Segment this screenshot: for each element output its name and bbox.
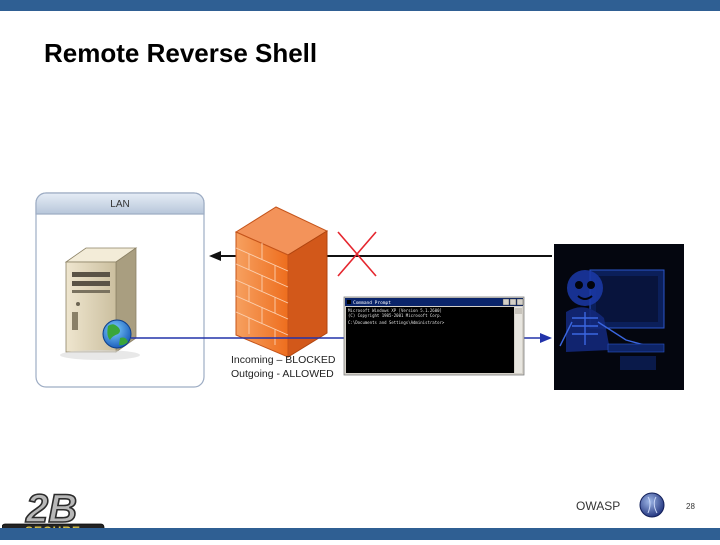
owasp-label: OWASP xyxy=(576,499,621,513)
terminal-line: C:\Documents and Settings\Administrator> xyxy=(348,320,445,325)
owasp-logo-icon xyxy=(639,492,665,518)
firewall-rule-outgoing: Outgoing - ALLOWED xyxy=(231,368,334,380)
page-number: 28 xyxy=(686,502,695,511)
firewall-icon xyxy=(234,206,329,358)
terminal-title: Command Prompt xyxy=(353,300,391,306)
hacker-skeleton-image xyxy=(554,244,684,390)
bottom-bar xyxy=(0,528,720,540)
lan-label: LAN xyxy=(110,199,129,210)
firewall-rule-incoming: Incoming – BLOCKED xyxy=(231,354,336,366)
terminal-line: Microsoft Windows XP [Version 5.1.2600] xyxy=(348,308,442,313)
terminal-window: Command Prompt Microsoft Windows XP [Ver… xyxy=(343,296,525,376)
slide-title: Remote Reverse Shell xyxy=(44,38,318,68)
blocked-x-icon xyxy=(337,231,377,277)
top-bar xyxy=(0,0,720,11)
terminal-line: (C) Copyright 1985-2001 Microsoft Corp. xyxy=(348,313,442,318)
globe-icon xyxy=(102,319,132,349)
